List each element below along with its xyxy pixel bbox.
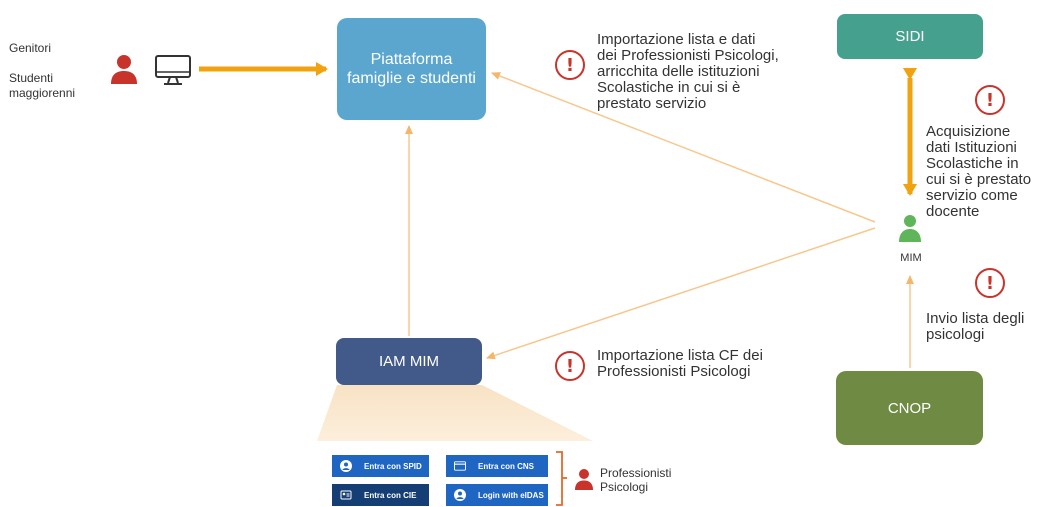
user-icon — [111, 55, 137, 84]
note-acquisizione: Acquisizione dati Istituzioni Scolastich… — [926, 124, 1048, 220]
label-mim: MIM — [900, 252, 922, 264]
note-importazione-cf: Importazione lista CF dei Professionisti… — [597, 348, 827, 380]
node-cnop: CNOP — [836, 371, 983, 445]
note-line: prestato servizio — [597, 95, 707, 112]
login-panel-trapezoid — [317, 385, 593, 441]
note-importazione-lista-dati: Importazione lista e dati dei Profession… — [597, 32, 827, 112]
note-line: arricchita delle istituzioni — [597, 63, 760, 80]
alert-icon-importazione-cf: ! — [555, 351, 585, 381]
alert-icon-acquisizione: ! — [975, 85, 1005, 115]
arrow-mim-to-piattaforma — [491, 72, 876, 223]
login-with-eidas-button[interactable]: Login with eIDAS — [446, 484, 548, 506]
spid-user-icon — [340, 460, 352, 472]
eidas-user-icon — [454, 489, 466, 501]
note-line: psicologi — [926, 326, 985, 343]
note-line: docente — [926, 203, 980, 220]
label-line: Professionisti — [600, 466, 672, 480]
cns-button-label: Entra con CNS — [478, 461, 535, 471]
professionisti-person-icon — [575, 469, 593, 490]
note-line: Invio lista degli — [926, 310, 1025, 327]
bracket-line — [556, 451, 567, 506]
entra-con-cie-button[interactable]: Entra con CIE — [332, 484, 429, 506]
node-sidi: SIDI — [837, 14, 983, 59]
cie-button-label: Entra con CIE — [364, 490, 417, 500]
spid-button-label: Entra con SPID — [364, 461, 422, 471]
computer-monitor-icon — [155, 55, 191, 85]
note-invio-lista: Invio lista degli psicologi — [926, 311, 1044, 343]
mim-person-icon — [899, 215, 921, 242]
alert-icon-importazione-lista: ! — [555, 50, 585, 80]
note-line: dati Istituzioni — [926, 139, 1017, 156]
node-iam-mim: IAM MIM — [336, 338, 482, 385]
note-line: Acquisizione — [926, 123, 1011, 140]
node-piattaforma-famiglie-studenti: Piattaforma famiglie e studenti — [337, 18, 486, 120]
cie-card-icon — [340, 489, 352, 501]
note-line: Importazione lista CF dei — [597, 347, 763, 364]
entra-con-cns-button[interactable]: Entra con CNS — [446, 455, 548, 477]
label-studenti-maggiorenni: Studenti maggiorenni — [9, 71, 75, 101]
note-line: Professionisti Psicologi — [597, 363, 751, 380]
arrow-mim-to-iam — [486, 227, 876, 360]
entra-con-spid-button[interactable]: Entra con SPID — [332, 455, 429, 477]
note-line: cui si è prestato — [926, 171, 1032, 188]
note-line: servizio come — [926, 187, 1018, 204]
note-line: Scolastiche in cui si è — [597, 79, 741, 96]
label-genitori: Genitori — [9, 41, 52, 55]
eidas-button-label: Login with eIDAS — [478, 490, 544, 500]
label-studenti-line2: maggiorenni — [9, 86, 76, 100]
note-line: Scolastiche in — [926, 155, 1019, 172]
label-professionisti-psicologi: Professionisti Psicologi — [600, 466, 671, 494]
cns-card-icon — [454, 460, 466, 472]
label-line: Psicologi — [600, 480, 649, 494]
note-line: Importazione lista e dati — [597, 31, 756, 48]
alert-icon-invio-lista: ! — [975, 268, 1005, 298]
label-studenti-line1: Studenti — [9, 71, 54, 85]
note-line: dei Professionisti Psicologi, — [597, 47, 779, 64]
